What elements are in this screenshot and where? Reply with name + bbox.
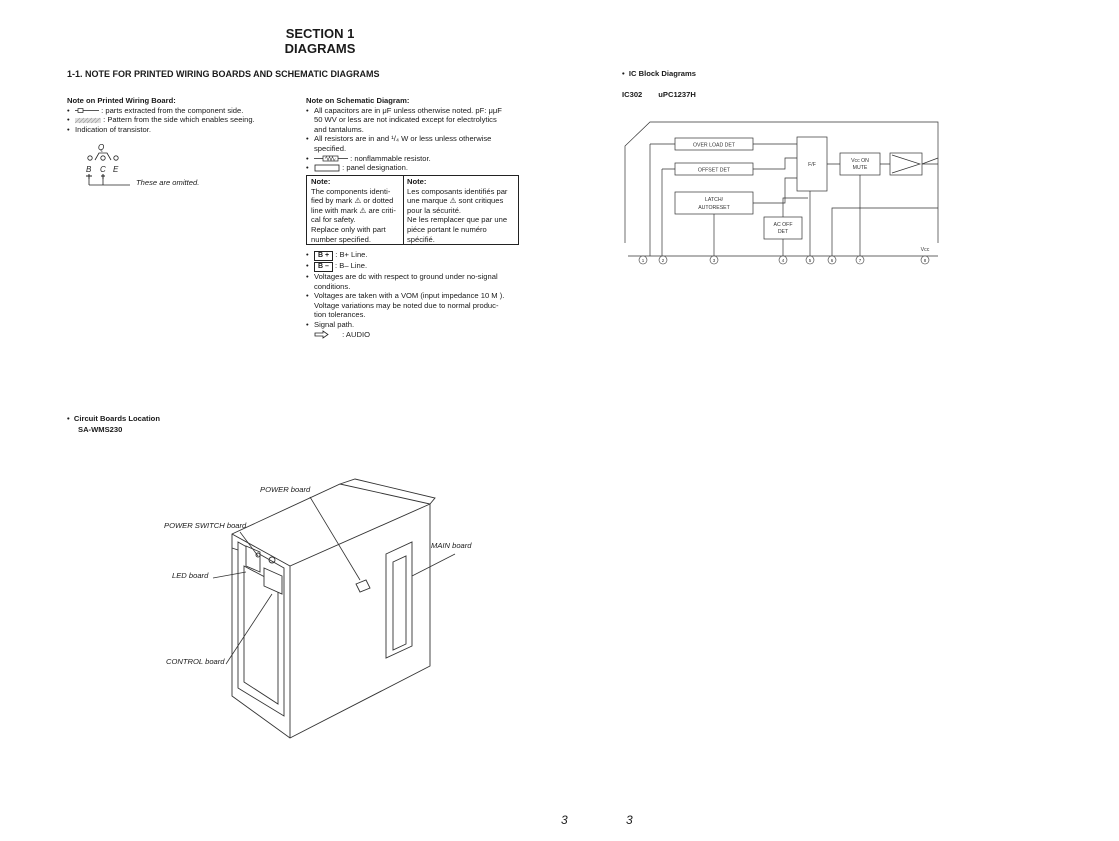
transistor-c-label: C <box>100 165 106 174</box>
label-offset-det: OFFSET DET <box>698 168 731 174</box>
pattern-hatch-icon <box>74 117 101 123</box>
main-board-leader <box>411 553 456 577</box>
bminus-box: B – <box>314 262 333 272</box>
ic-section-title: • IC Block Diagrams <box>622 69 696 78</box>
line-notes: •B + : B+ Line. •B – : B– Line. • Voltag… <box>306 250 521 339</box>
control-board-leader <box>225 593 273 665</box>
pwb-item-extracted: • : parts extracted from the component s… <box>67 105 244 115</box>
transistor-e-label: E <box>113 165 119 174</box>
label-led-board: LED board <box>172 571 209 580</box>
led-board-leader <box>212 571 247 579</box>
ic-pin-circle <box>855 255 865 265</box>
vom-note: • Voltages are taken with a VOM (input i… <box>306 291 505 320</box>
label-ac-off: AC OFF <box>773 222 792 228</box>
boards-title: • Circuit Boards Location <box>67 414 160 423</box>
bminus-line-note: •B – : B– Line. <box>306 261 368 272</box>
pwb-notes: Note on Printed Wiring Board: • : parts … <box>67 96 297 134</box>
ic-pin-number: 4 <box>782 258 785 263</box>
voltage-note: • Voltages are dc with respect to ground… <box>306 272 498 291</box>
schematic-title: Note on Schematic Diagram: <box>306 96 410 105</box>
transistor-b-label: B <box>86 165 92 174</box>
pwb-item-transistor: •Indication of transistor. <box>67 124 151 134</box>
audio-arrow-icon <box>314 330 329 339</box>
ic-pin-circle <box>709 255 719 265</box>
cabinet-outline <box>231 483 431 739</box>
control-board-shape <box>263 567 283 595</box>
bplus-box: B + <box>314 251 334 261</box>
label-ff: F/F <box>808 162 816 168</box>
ic-pin-circle <box>805 255 815 265</box>
audio-path-legend: : AUDIO <box>306 330 521 340</box>
panel-designation-icon <box>314 164 340 172</box>
ic-pin-number: 8 <box>924 258 927 263</box>
label-det: DET <box>778 229 789 235</box>
bplus-line-note: •B + : B+ Line. <box>306 250 368 261</box>
label-latch-1: LATCH/ <box>705 197 724 203</box>
ic-pins: 1 2 3 4 5 6 7 8 <box>638 255 930 265</box>
page-number-right: 3 <box>626 813 633 827</box>
label-power-switch-board: POWER SWITCH board <box>164 521 247 530</box>
label-mute: MUTE <box>853 165 868 171</box>
ic-outline <box>624 121 939 243</box>
ic-pin-circle <box>778 255 788 265</box>
ic-pin-number: 1 <box>642 258 645 263</box>
ic-pin-number: 6 <box>831 258 834 263</box>
transistor-q-label: Q <box>98 143 104 152</box>
resistor-note: • All resistors are in and ¹/₄ W or less… <box>306 134 492 153</box>
capacitor-note: • All capacitors are in μF unless otherw… <box>306 105 502 134</box>
label-vcc-on: Vcc ON <box>851 158 869 164</box>
label-vcc: Vcc <box>921 247 930 253</box>
label-power-board: POWER board <box>260 485 311 494</box>
nonflammable-resistor-icon <box>314 155 348 162</box>
safety-note-box: Note: The components identi- fied by mar… <box>306 175 519 245</box>
power-board-leader <box>309 496 361 581</box>
ic-pin-circle <box>638 255 648 265</box>
label-over-load-det: OVER LOAD DET <box>693 143 736 149</box>
transistor-indication-diagram: Q B C E <box>86 143 130 186</box>
pwb-item-pattern: • : Pattern from the side which enables … <box>67 115 255 125</box>
schematic-notes: Note on Schematic Diagram: • All capacit… <box>306 96 521 173</box>
section-number: SECTION 1 <box>285 26 355 41</box>
ic-pin-number: 3 <box>713 258 716 263</box>
boards-model: SA-WMS230 <box>78 425 123 434</box>
ic-pin-circle <box>920 255 930 265</box>
nonflammable-note: • : nonflammable resistor. <box>306 153 431 163</box>
page-number-left: 3 <box>561 813 568 827</box>
unit-illustration <box>212 478 456 739</box>
extracted-part-symbol-icon <box>75 108 99 113</box>
omitted-note: These are omitted. <box>136 178 200 187</box>
main-board-panel <box>385 541 413 659</box>
section-title: SECTION 1 DIAGRAMS <box>250 26 390 56</box>
panel-note: • : panel designation. <box>306 163 408 173</box>
block-amp <box>889 152 923 176</box>
power-switch-leader <box>239 531 259 557</box>
pwb-title: Note on Printed Wiring Board: <box>67 96 176 105</box>
ic-pin-number: 7 <box>859 258 862 263</box>
block-ac-off-det <box>763 216 803 240</box>
signal-path-note: •Signal path. <box>306 319 355 329</box>
safety-note-french: Note: Les composants identifiés par une … <box>407 177 508 244</box>
page-heading: 1-1. NOTE FOR PRINTED WIRING BOARDS AND … <box>67 69 380 79</box>
label-latch-2: AUTORESET <box>698 205 730 211</box>
led-board-shape <box>245 545 261 573</box>
section-name: DIAGRAMS <box>284 41 356 56</box>
ic-pin-circle <box>658 255 668 265</box>
label-control-board: CONTROL board <box>166 657 225 666</box>
ic-pin-number: 5 <box>809 258 812 263</box>
safety-note-english: Note: The components identi- fied by mar… <box>307 176 404 244</box>
label-main-board: MAIN board <box>431 541 472 550</box>
ic-pin-circle <box>827 255 837 265</box>
ic-block-diagram: OVER LOAD DET OFFSET DET LATCH/ AUTORESE… <box>624 121 939 265</box>
block-vcc-on-mute <box>839 152 881 176</box>
ic-pin-number: 2 <box>662 258 665 263</box>
amp-triangle-icon <box>891 154 922 174</box>
power-board-shape <box>355 579 371 593</box>
